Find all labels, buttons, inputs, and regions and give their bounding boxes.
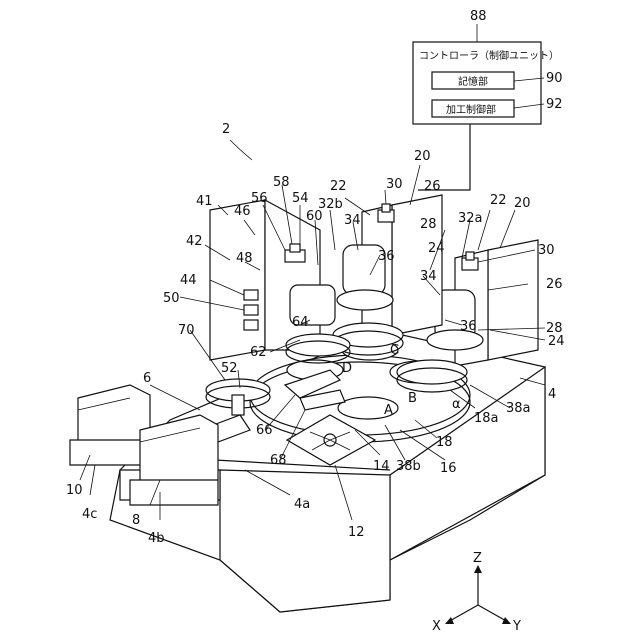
spinner-shaft (232, 395, 244, 415)
center-column (392, 195, 442, 335)
ref-26-center: 26 (424, 179, 441, 194)
y-axis (478, 605, 508, 622)
ref-38a: 38a (506, 401, 531, 416)
ref-42: 42 (186, 234, 203, 249)
ref-18a: 18a (474, 411, 499, 426)
z-axis-label: Z (473, 551, 482, 566)
leader-20-right (500, 210, 515, 248)
polishing-motor-cap (290, 244, 300, 252)
cassette-8-stage (130, 480, 218, 505)
ref-66: 66 (256, 423, 273, 438)
ref-26-right: 26 (546, 277, 563, 292)
ref-62: 62 (250, 345, 267, 360)
polishing-pad (286, 334, 350, 356)
ref-14: 14 (373, 459, 390, 474)
x-axis (448, 605, 478, 622)
ref-41: 41 (196, 194, 213, 209)
y-axis-label: Y (512, 619, 521, 634)
ref-6: 6 (143, 371, 151, 386)
ref-92: 92 (546, 97, 563, 112)
base-front-block (220, 470, 390, 612)
ref-4b: 4b (148, 531, 165, 546)
ref-32a: 32a (458, 211, 483, 226)
ref-70: 70 (178, 323, 195, 338)
position-a: A (384, 403, 393, 418)
ref-22-center: 22 (330, 179, 347, 194)
z-arrowhead (474, 565, 482, 573)
leader-32b (330, 210, 335, 250)
ref-24-right: 24 (548, 334, 565, 349)
leader-20-center (410, 165, 420, 205)
ref-36-center: 36 (378, 249, 395, 264)
left-polishing-unit (210, 200, 350, 363)
polishing-knob-3 (244, 320, 258, 330)
axis-triad: Z X Y (432, 551, 521, 634)
ref-60: 60 (306, 209, 323, 224)
y-arrowhead (502, 617, 511, 624)
position-c: C (390, 343, 399, 358)
leader-6 (150, 385, 200, 410)
position-d: D (342, 361, 352, 376)
ref-20-right: 20 (514, 196, 531, 211)
ref-90: 90 (546, 71, 563, 86)
x-axis-label: X (432, 619, 441, 634)
controller-unit: コントローラ（制御ユニット） 記憶部 加工制御部 (413, 24, 559, 190)
right-motor-cap (466, 252, 474, 260)
cassette-10-stage (70, 440, 150, 465)
x-arrowhead (445, 617, 454, 624)
ref-20-center: 20 (414, 149, 431, 164)
center-wheel-mount (337, 290, 393, 310)
ref-4: 4 (548, 387, 556, 402)
ref-56: 56 (251, 191, 268, 206)
ref-68: 68 (270, 453, 287, 468)
ref-18: 18 (436, 435, 453, 450)
polishing-knob-1 (244, 290, 258, 300)
ref-34-center: 34 (344, 213, 361, 228)
ref-28-right: 28 (546, 321, 563, 336)
ref-4c: 4c (82, 507, 97, 522)
ref-46: 46 (234, 204, 251, 219)
ref-24-center: 24 (428, 241, 445, 256)
ref-88: 88 (470, 9, 487, 24)
ref-30-right: 30 (538, 243, 555, 258)
ref-4a: 4a (294, 497, 310, 512)
polishing-column (210, 200, 265, 360)
angle-alpha: α (452, 397, 461, 412)
controller-title: コントローラ（制御ユニット） (419, 49, 559, 62)
center-motor-cap (382, 204, 390, 212)
ref-16: 16 (440, 461, 457, 476)
leader-2 (230, 140, 252, 160)
memory-unit-label: 記憶部 (458, 75, 488, 88)
ref-8: 8 (132, 513, 140, 528)
ref-10: 10 (66, 483, 83, 498)
position-b: B (408, 391, 417, 406)
ref-54: 54 (292, 191, 309, 206)
ref-52: 52 (221, 361, 238, 376)
ref-22-right: 22 (490, 193, 507, 208)
ref-48: 48 (236, 251, 253, 266)
ref-36-right: 36 (460, 319, 477, 334)
ref-38b: 38b (396, 459, 421, 474)
ref-2: 2 (222, 122, 230, 137)
polishing-knob-2 (244, 305, 258, 315)
ref-34-right: 34 (420, 269, 437, 284)
ref-28-center: 28 (420, 217, 437, 232)
ref-58: 58 (273, 175, 290, 190)
control-unit-label: 加工制御部 (446, 103, 496, 116)
cassette-10 (70, 385, 150, 465)
ref-44: 44 (180, 273, 197, 288)
ref-50: 50 (163, 291, 180, 306)
leader-30-center (385, 190, 386, 204)
ref-30-center: 30 (386, 177, 403, 192)
ref-64: 64 (292, 315, 309, 330)
leader-4c (90, 465, 95, 495)
ref-12: 12 (348, 525, 365, 540)
